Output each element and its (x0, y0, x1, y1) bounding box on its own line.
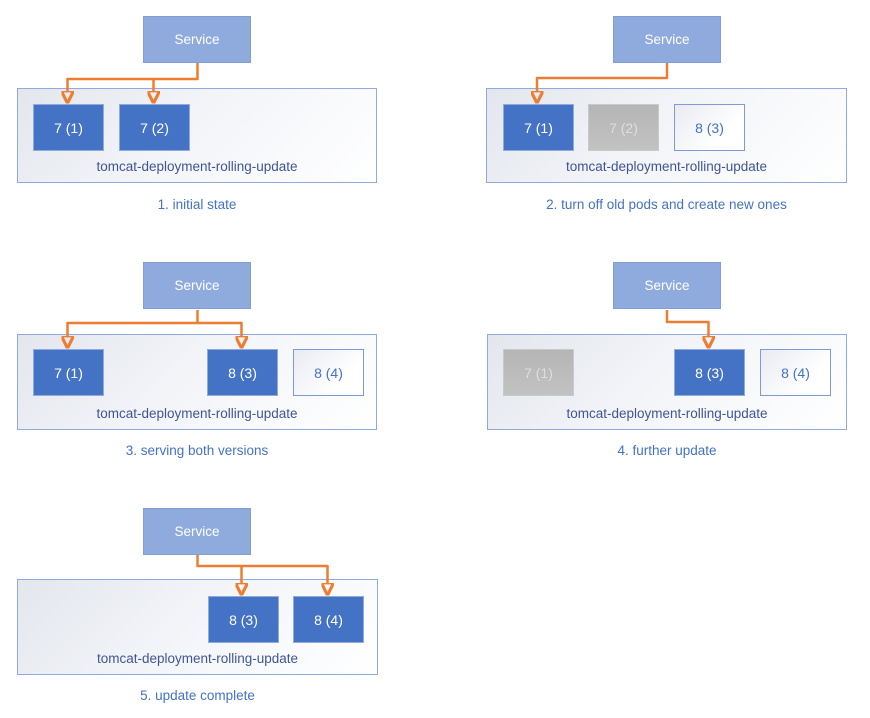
pod-8-4: 8 (4) (293, 596, 364, 643)
pod-7-2: 7 (2) (119, 104, 190, 151)
deployment-label: tomcat-deployment-rolling-update (96, 651, 299, 666)
deployment-label: tomcat-deployment-rolling-update (96, 159, 298, 174)
panel-caption: 2. turn off old pods and create new ones (546, 197, 787, 212)
deployment-label: tomcat-deployment-rolling-update (96, 406, 298, 421)
deployment-container: 7 (1) 7 (2) 8 (3) tomcat-deployment-roll… (486, 88, 847, 183)
service-label: Service (644, 278, 690, 293)
pod-label: 7 (1) (524, 119, 553, 136)
panel-caption: 5. update complete (140, 688, 255, 703)
service-box: Service (613, 16, 721, 63)
pod-label: 8 (3) (228, 364, 257, 381)
pod-7-2: 7 (2) (588, 104, 659, 151)
deployment-container: 7 (1) 8 (3) 8 (4) tomcat-deployment-roll… (17, 334, 377, 430)
pod-7-1: 7 (1) (33, 104, 104, 151)
pod-label: 8 (4) (314, 611, 343, 628)
deployment-label: tomcat-deployment-rolling-update (565, 159, 768, 174)
pod-label: 8 (3) (695, 119, 724, 136)
pod-8-3: 8 (3) (208, 596, 279, 643)
deployment-label: tomcat-deployment-rolling-update (566, 406, 768, 421)
pod-8-3: 8 (3) (674, 104, 745, 151)
pod-label: 7 (1) (54, 119, 83, 136)
deployment-container: 7 (1) 7 (2) tomcat-deployment-rolling-up… (17, 88, 377, 183)
pod-label: 7 (1) (54, 364, 83, 381)
panel-caption: 1. initial state (157, 197, 237, 212)
panel-caption: 4. further update (617, 443, 717, 458)
deployment-container: 7 (1) 8 (3) 8 (4) tomcat-deployment-roll… (487, 334, 847, 430)
pod-label: 7 (2) (140, 119, 169, 136)
service-label: Service (174, 278, 220, 293)
service-label: Service (174, 32, 220, 47)
service-box: Service (143, 508, 251, 555)
pod-label: 8 (3) (695, 364, 724, 381)
deployment-container: 8 (3) 8 (4) tomcat-deployment-rolling-up… (17, 579, 378, 675)
service-to-pod-arrow (665, 310, 709, 337)
pod-label: 7 (2) (609, 119, 638, 136)
service-box: Service (613, 262, 721, 309)
pod-7-1: 7 (1) (33, 349, 104, 396)
pod-8-3: 8 (3) (207, 349, 278, 396)
pod-label: 8 (3) (229, 611, 258, 628)
pod-label: 7 (1) (524, 364, 553, 381)
pod-8-4: 8 (4) (760, 349, 831, 396)
service-label: Service (644, 32, 690, 47)
service-box: Service (143, 262, 251, 309)
pod-label: 8 (4) (314, 364, 343, 381)
panel-caption: 3. serving both versions (125, 443, 269, 458)
service-box: Service (143, 16, 251, 63)
service-label: Service (174, 524, 220, 539)
pod-7-1: 7 (1) (503, 104, 574, 151)
service-to-pod-arrow (68, 310, 199, 337)
pod-7-1: 7 (1) (503, 349, 574, 396)
pod-8-3: 8 (3) (674, 349, 745, 396)
pod-label: 8 (4) (781, 364, 810, 381)
pod-8-4: 8 (4) (293, 349, 364, 396)
